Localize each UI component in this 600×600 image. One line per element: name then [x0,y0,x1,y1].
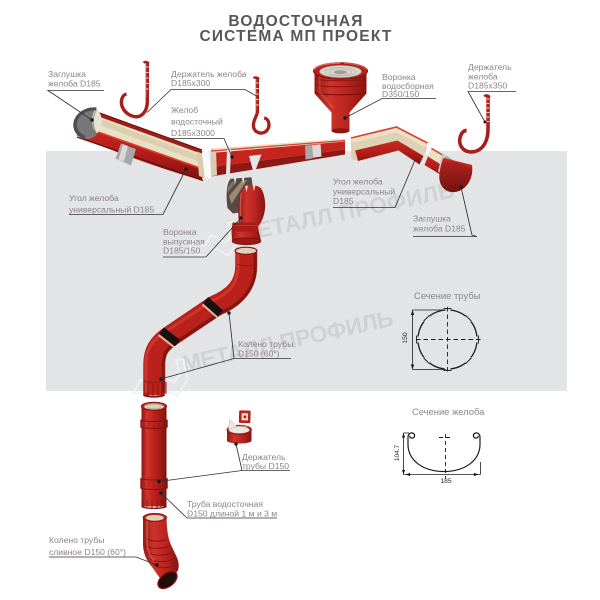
svg-text:универсальный D185: универсальный D185 [69,205,154,215]
svg-text:D150 (60°): D150 (60°) [238,349,280,359]
svg-text:D185/150: D185/150 [163,246,200,256]
svg-text:Угол желоба: Угол желоба [69,193,119,203]
svg-text:Колено трубы: Колено трубы [238,339,293,349]
svg-text:водосборная: водосборная [382,81,434,91]
svg-text:универсальный: универсальный [333,187,395,197]
svg-text:D150 длиной 1 м и 3 м: D150 длиной 1 м и 3 м [187,509,277,519]
svg-text:Колено трубы: Колено трубы [49,535,104,545]
svg-text:Труба водосточная: Труба водосточная [187,499,263,509]
svg-text:выпускная: выпускная [163,237,205,247]
svg-text:трубы D150: трубы D150 [242,461,289,471]
svg-text:Сечение трубы: Сечение трубы [414,290,481,301]
svg-text:Заглушка: Заглушка [48,69,86,79]
svg-text:Держатель желоба: Держатель желоба [171,69,247,79]
svg-text:сливное D150 (60°): сливное D150 (60°) [49,547,126,557]
svg-text:ВОДОСТОЧНАЯ: ВОДОСТОЧНАЯ [228,13,363,30]
svg-text:Держатель: Держатель [468,62,512,72]
svg-text:СИСТЕМА МП ПРОЕКТ: СИСТЕМА МП ПРОЕКТ [199,28,392,45]
svg-text:Воронка: Воронка [163,227,197,237]
svg-text:желоба D185: желоба D185 [413,224,466,234]
svg-text:104.7: 104.7 [394,444,401,461]
svg-text:желоба: желоба [468,72,498,82]
svg-text:Желоб: Желоб [171,105,198,115]
svg-text:D185x300: D185x300 [171,78,210,88]
svg-text:185: 185 [440,478,452,485]
svg-text:желоба D185: желоба D185 [48,79,101,89]
svg-text:D185x350: D185x350 [468,81,507,91]
svg-text:Заглушка: Заглушка [413,214,451,224]
svg-text:Держатель: Держатель [242,452,286,462]
svg-text:D350/150: D350/150 [382,89,419,99]
svg-text:Угол желоба: Угол желоба [333,177,383,187]
svg-text:D185: D185 [333,196,354,206]
svg-text:водосточный: водосточный [171,117,223,127]
svg-text:150: 150 [402,332,409,344]
svg-text:D185x3000: D185x3000 [171,128,215,138]
svg-text:Сечение желоба: Сечение желоба [412,406,485,417]
svg-text:Воронка: Воронка [382,72,416,82]
